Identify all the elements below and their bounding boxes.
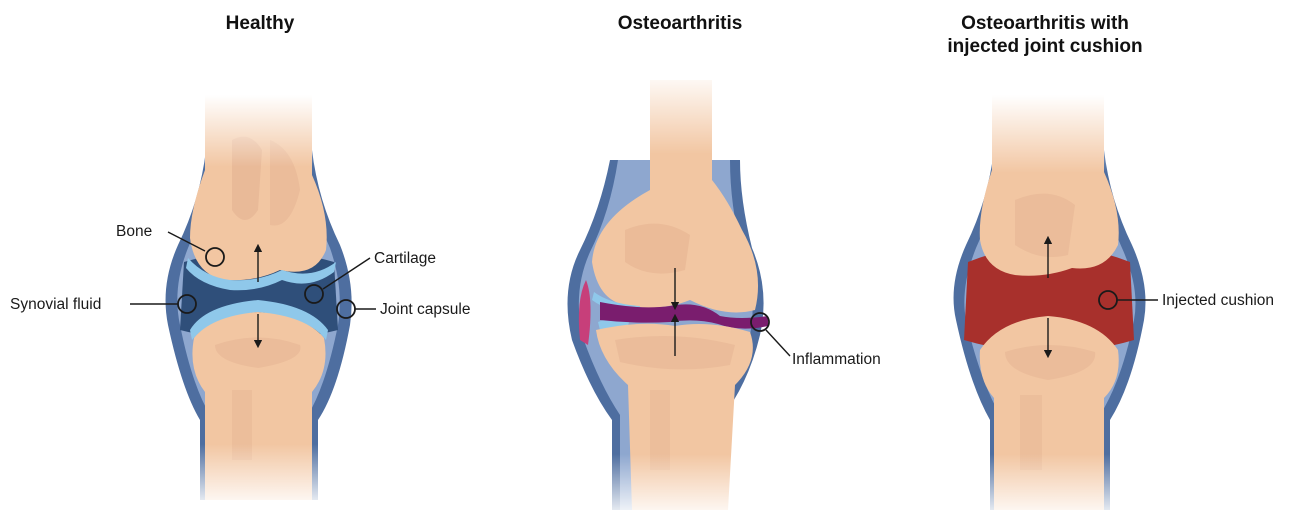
callout-inflammation: Inflammation xyxy=(751,313,881,368)
label-bone: Bone xyxy=(116,223,152,240)
healthy-joint: Bone Cartilage Synovial fluid Joint caps… xyxy=(10,95,470,510)
label-cartilage: Cartilage xyxy=(374,250,436,267)
label-joint-capsule: Joint capsule xyxy=(380,301,470,318)
label-injected-cushion: Injected cushion xyxy=(1162,292,1274,309)
label-inflammation: Inflammation xyxy=(792,351,881,368)
osteoarthritis-joint: Inflammation xyxy=(560,70,881,520)
cushion-joint: Injected cushion xyxy=(940,95,1274,520)
callout-joint-capsule: Joint capsule xyxy=(337,300,470,318)
label-synovial-fluid: Synovial fluid xyxy=(10,296,101,313)
